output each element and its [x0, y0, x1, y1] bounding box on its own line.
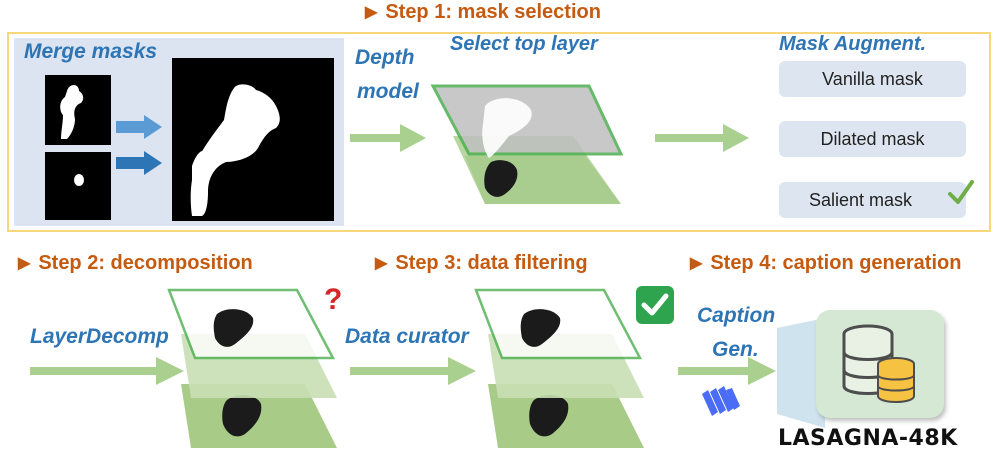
merge-arrows [116, 115, 162, 175]
dog-figure [213, 309, 254, 347]
layerdecomp-label: LayerDecomp [30, 325, 169, 348]
step1-label: Step 1: mask selection [385, 1, 601, 23]
dilated-mask-option: Dilated mask [779, 121, 966, 157]
step1-title: ▶ Step 1: mask selection [365, 1, 601, 24]
layer-stack-step2 [167, 288, 337, 448]
dataset-name: LASAGNA-48K [778, 426, 958, 451]
merge-masks-label: Merge masks [24, 40, 158, 63]
mask-shape-2 [74, 174, 84, 186]
depth-model-label-1: Depth [355, 46, 415, 69]
step-triangle-icon: ▶ [375, 255, 388, 272]
arrow-icon [116, 115, 162, 139]
step3-label: Step 3: data filtering [395, 252, 588, 274]
vanilla-mask-option: Vanilla mask [779, 61, 966, 97]
arrow-icon [30, 357, 184, 385]
arrow-icon [350, 124, 426, 152]
arrow-icon [655, 124, 749, 152]
step2-title: ▶ Step 2: decomposition [18, 252, 253, 275]
layer-stack-step3 [474, 288, 644, 448]
dog-figure [484, 160, 518, 197]
caption-gen-label-1: Caption [697, 304, 776, 327]
question-mark-text: ? [324, 283, 343, 316]
select-top-layer-label: Select top layer [450, 33, 598, 55]
data-curator-label: Data curator [345, 325, 469, 348]
salient-mask-option: Salient mask [779, 182, 966, 218]
arrow-icon [350, 357, 476, 385]
check-icon [948, 180, 974, 204]
salient-mask-label: Salient mask [809, 189, 913, 210]
step-triangle-icon: ▶ [690, 255, 703, 272]
database-icon [842, 324, 915, 403]
merged-mask [172, 58, 334, 221]
mask-thumbnail-1 [45, 75, 111, 145]
step4-title: ▶ Step 4: caption generation [690, 252, 961, 275]
dog-figure [520, 309, 561, 347]
step3-title: ▶ Step 3: data filtering [375, 252, 588, 275]
step-triangle-icon: ▶ [365, 4, 378, 21]
mask-augment-label: Mask Augment. [779, 33, 927, 55]
question-icon: ? [324, 283, 342, 317]
layer-stack-step1 [430, 84, 624, 204]
funnel-shape [777, 318, 825, 428]
step4-label: Step 4: caption generation [710, 252, 962, 274]
caption-model-icon [702, 386, 740, 416]
depth-model-label-2: model [357, 80, 419, 103]
caption-gen-label-2: Gen. [712, 338, 759, 361]
arrow-icon [678, 357, 776, 385]
mask-shape-1 [60, 85, 84, 139]
merged-mask-shape [190, 84, 280, 216]
arrow-icon [116, 151, 162, 175]
step2-label: Step 2: decomposition [38, 252, 253, 274]
checkbox-check-icon [636, 286, 674, 324]
step1-panel [7, 32, 991, 232]
mask-thumbnail-2 [45, 152, 111, 220]
step-triangle-icon: ▶ [18, 255, 31, 272]
